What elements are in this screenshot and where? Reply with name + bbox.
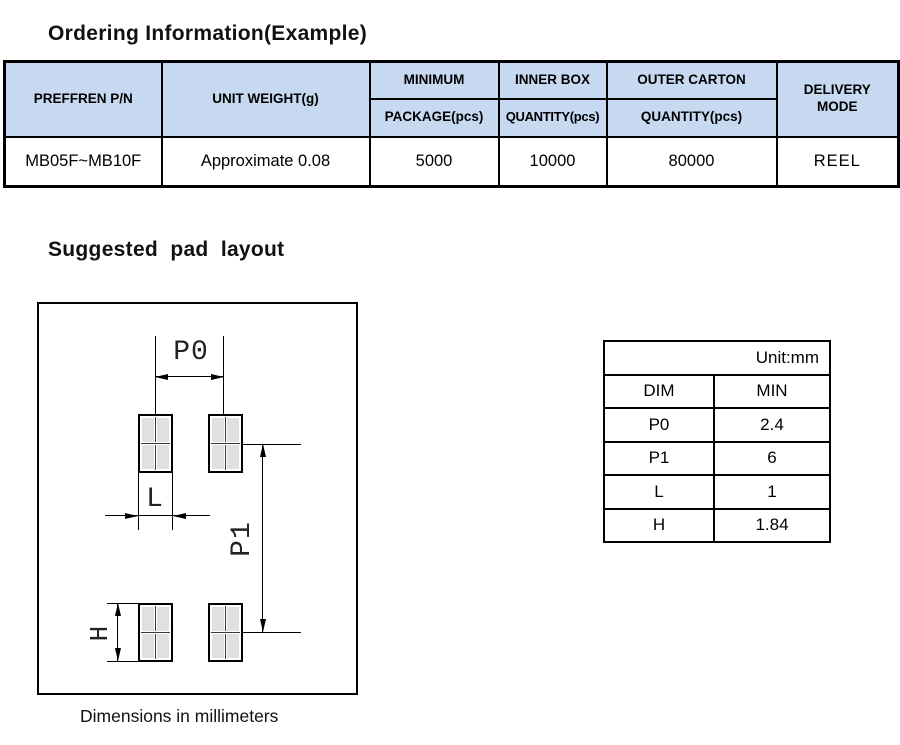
p0-arrow-right xyxy=(211,373,224,380)
min-cell: 1.84 xyxy=(713,507,831,543)
l-dimension-line xyxy=(105,515,210,516)
ordering-data-row: MB05F~MB10F Approximate 0.08 5000 10000 … xyxy=(3,135,900,188)
dim-cell: P0 xyxy=(603,407,715,443)
p0-dimension-label: P0 xyxy=(173,336,209,368)
cell-min-package: 5000 xyxy=(368,135,500,188)
pad-centerline-horizontal xyxy=(211,442,240,444)
pad-bottom-left xyxy=(138,603,173,662)
dim-cell: P1 xyxy=(603,440,715,476)
pad-centerline-vertical xyxy=(154,606,156,659)
p0-arrow-left xyxy=(155,373,168,380)
min-cell: 2.4 xyxy=(713,407,831,443)
pad-centerline-horizontal xyxy=(211,631,240,633)
dim-table-header-row: DIM MIN xyxy=(603,373,831,409)
suggested-pad-layout-heading: Suggested pad layout xyxy=(48,238,285,261)
l-arrow-left xyxy=(125,512,138,519)
header-preffren-pn: PREFFREN P/N xyxy=(3,60,163,138)
l-arrow-right xyxy=(173,512,186,519)
l-extension-line-right xyxy=(172,473,173,530)
pad-centerline-horizontal xyxy=(141,442,170,444)
diagram-caption: Dimensions in millimeters xyxy=(80,706,279,726)
header-delivery-mode: DELIVERY MODE xyxy=(775,60,900,138)
p1-reference-line-top xyxy=(241,444,301,445)
header-inner-quantity-pcs: QUANTITY(pcs) xyxy=(497,97,608,138)
cell-delivery-mode: REEL xyxy=(775,135,900,188)
header-delivery-line2: MODE xyxy=(817,99,858,115)
p1-reference-line-bottom xyxy=(241,632,301,633)
table-row: H 1.84 xyxy=(603,507,831,543)
header-package-pcs: PACKAGE(pcs) xyxy=(368,97,500,138)
header-minimum: MINIMUM xyxy=(368,60,500,100)
l-extension-line-left xyxy=(138,473,139,530)
table-row: L 1 xyxy=(603,474,831,510)
pad-top-left xyxy=(138,414,173,473)
p1-arrow-up xyxy=(259,444,266,457)
cell-preffren-pn: MB05F~MB10F xyxy=(3,135,163,188)
p1-arrow-down xyxy=(259,619,266,632)
l-dimension-label: L xyxy=(146,483,164,515)
min-col-header: MIN xyxy=(713,373,831,409)
unit-label: Unit:mm xyxy=(603,340,831,376)
unit-row: Unit:mm xyxy=(603,340,831,376)
pad-top-right xyxy=(208,414,243,473)
cell-inner-box-qty: 10000 xyxy=(497,135,608,188)
pad-fill xyxy=(142,607,169,658)
pad-fill xyxy=(212,607,239,658)
pad-fill xyxy=(142,418,169,469)
pad-layout-diagram: P0 L P1 H xyxy=(37,302,358,695)
header-outer-quantity-pcs: QUANTITY(pcs) xyxy=(605,97,778,138)
header-unit-weight: UNIT WEIGHT(g) xyxy=(160,60,371,138)
header-inner-box: INNER BOX xyxy=(497,60,608,100)
dim-cell: L xyxy=(603,474,715,510)
header-row-sub: PACKAGE(pcs) QUANTITY(pcs) QUANTITY(pcs) xyxy=(5,97,899,138)
dimension-table: Unit:mm DIM MIN P0 2.4 P1 6 L 1 H 1.84 xyxy=(603,340,831,543)
dim-col-header: DIM xyxy=(603,373,715,409)
p0-dimension-line xyxy=(155,376,224,377)
h-arrow-down xyxy=(114,648,121,661)
pad-centerline-vertical xyxy=(154,417,156,470)
h-dimension-line xyxy=(117,603,118,662)
min-cell: 1 xyxy=(713,474,831,510)
cell-outer-carton-qty: 80000 xyxy=(605,135,778,188)
pad-fill xyxy=(212,418,239,469)
dim-cell: H xyxy=(603,507,715,543)
ordering-information-heading: Ordering Information(Example) xyxy=(48,22,368,45)
table-row: P0 2.4 xyxy=(603,407,831,443)
pad-centerline-vertical xyxy=(224,417,226,470)
pad-bottom-right xyxy=(208,603,243,662)
min-cell: 6 xyxy=(713,440,831,476)
h-dimension-label: H xyxy=(85,624,115,642)
h-arrow-up xyxy=(114,603,121,616)
cell-unit-weight: Approximate 0.08 xyxy=(160,135,371,188)
ordering-information-table: PREFFREN P/N UNIT WEIGHT(g) MINIMUM INNE… xyxy=(3,60,900,188)
pad-centerline-vertical xyxy=(224,606,226,659)
h-extension-line-top xyxy=(107,603,138,604)
header-outer-carton: OUTER CARTON xyxy=(605,60,778,100)
header-row-top: PREFFREN P/N UNIT WEIGHT(g) MINIMUM INNE… xyxy=(3,60,900,138)
p1-dimension-label: P1 xyxy=(226,521,258,557)
pad-centerline-horizontal xyxy=(141,631,170,633)
p1-dimension-line xyxy=(262,444,263,633)
header-delivery-line1: DELIVERY xyxy=(803,82,871,98)
h-extension-line-bottom xyxy=(107,661,138,662)
table-row: P1 6 xyxy=(603,440,831,476)
